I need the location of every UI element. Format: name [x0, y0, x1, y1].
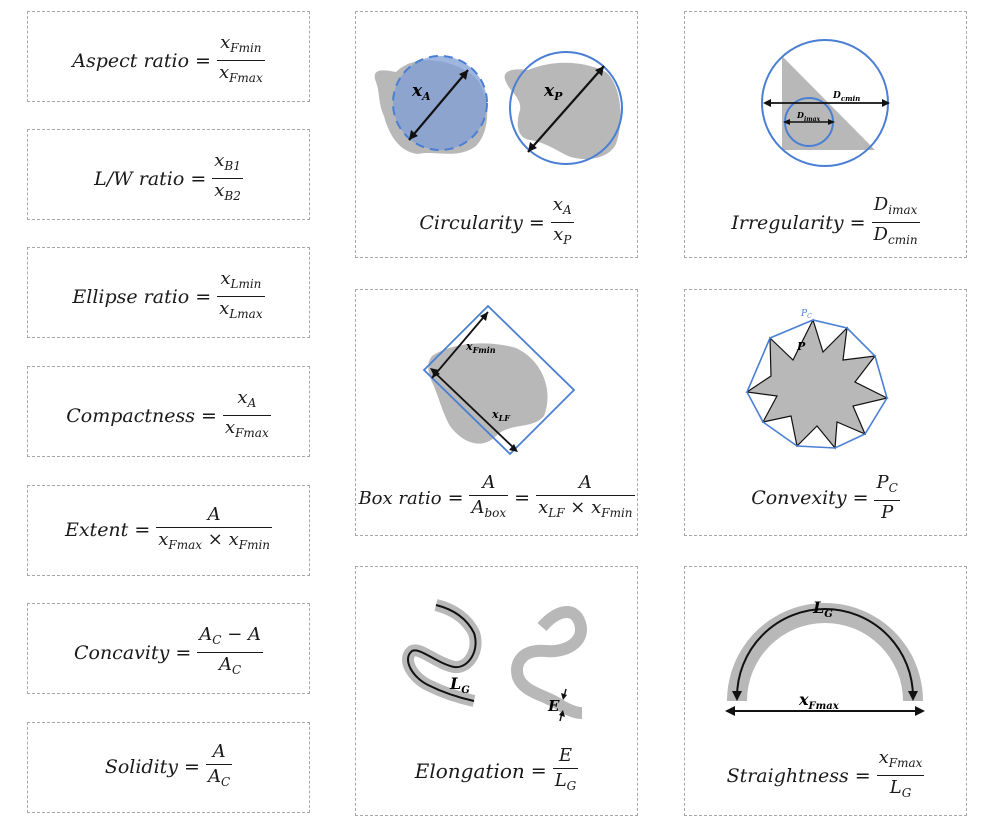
label-e: E [547, 697, 560, 715]
concavity-card: Concavity = AC − A AC [27, 603, 310, 694]
label-xa: xA [411, 81, 431, 103]
solidity-name: Solidity [104, 756, 179, 778]
label-xfmax: xFmax [798, 690, 840, 712]
convex-hull [746, 319, 888, 449]
circularity-diagram: xA xP [374, 51, 623, 165]
aspect-ratio-name: Aspect ratio [72, 49, 190, 72]
convexity-card: PC P Convexity = PC P [684, 289, 967, 536]
compactness-name: Compactness [66, 404, 196, 427]
label-xfmin: xFmin [465, 340, 496, 355]
lw-ratio-card: L/W ratio = xB1 xB2 [27, 129, 310, 220]
circularity-name: Circularity [419, 211, 523, 234]
box-ratio-name: Box ratio [358, 487, 442, 509]
convexity-name: Convexity [751, 487, 847, 509]
straightness-diagram: LG xFmax [725, 598, 925, 716]
xfmin-arrow [431, 311, 489, 379]
compactness-card: Compactness = xA xFmax [27, 366, 310, 457]
arc-shape [727, 603, 923, 701]
ellipse-ratio-name: Ellipse ratio [72, 285, 190, 308]
label-pc: PC [800, 309, 812, 320]
elongation-name: Elongation [414, 759, 525, 783]
geodesic-length [407, 604, 477, 702]
particle-shape-box [428, 343, 548, 444]
label-dimax: Dimax [796, 110, 820, 123]
circularity-card: xA xP Circularity = xA xP [355, 11, 638, 258]
xlf-arrow [431, 369, 517, 451]
box-ratio-card: xFmin xLF Box ratio = A Abox = A xLF × x… [355, 289, 638, 536]
label-xp: xP [543, 81, 563, 103]
diameter-arrow-p [527, 65, 605, 153]
straightness-name: Straightness [726, 764, 849, 787]
aspect-ratio-card: Aspect ratio = xFmin xFmax [27, 11, 310, 102]
star-shape [745, 318, 889, 450]
concavity-name: Concavity [73, 641, 170, 664]
irregularity-name: Irregularity [731, 211, 844, 234]
elongation-diagram: LG E [402, 599, 587, 722]
irregularity-diagram: Dcmin Dimax [761, 39, 890, 167]
lw-ratio-name: L/W ratio [94, 167, 185, 190]
extent-name: Extent [64, 519, 129, 541]
label-dcmin: Dcmin [832, 91, 860, 103]
solidity-card: Solidity = A AC [27, 722, 310, 813]
diameter-arrow-a [408, 69, 469, 141]
perimeter-circle [509, 51, 623, 165]
label-xlf: xLF [491, 408, 511, 423]
label-lg-arc: LG [812, 598, 833, 620]
arc-length [736, 608, 914, 698]
convexity-diagram: PC P [745, 309, 889, 450]
fiber-shape-b [511, 606, 587, 719]
particle-shape-p [504, 62, 621, 160]
box-ratio-diagram: xFmin xLF [422, 304, 576, 456]
straightness-card: LG xFmax Straightness = xFmax LG [684, 566, 967, 816]
elongation-card: LG E Elongation = E LG [355, 566, 638, 816]
ellipse-ratio-card: Ellipse ratio = xLmin xLmax [27, 247, 310, 338]
bounding-box [422, 304, 576, 456]
label-p: P [796, 340, 806, 353]
label-lg: LG [449, 674, 470, 696]
irregularity-card: Dcmin Dimax Irregularity = Dimax Dcmin [684, 11, 967, 258]
extent-card: Extent = A xFmax × xFmin [27, 485, 310, 576]
